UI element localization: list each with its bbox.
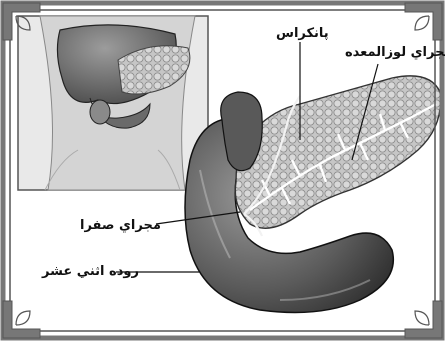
duodenum-label: روده اثني عشر: [42, 264, 139, 279]
bile-duct-label: مجراي صفرا: [80, 218, 161, 233]
torso-inset: [18, 16, 208, 190]
pancreatic-duct-label: مجراي لوزالمعده: [345, 45, 445, 60]
pancreas-label: پانکراس: [276, 26, 329, 41]
